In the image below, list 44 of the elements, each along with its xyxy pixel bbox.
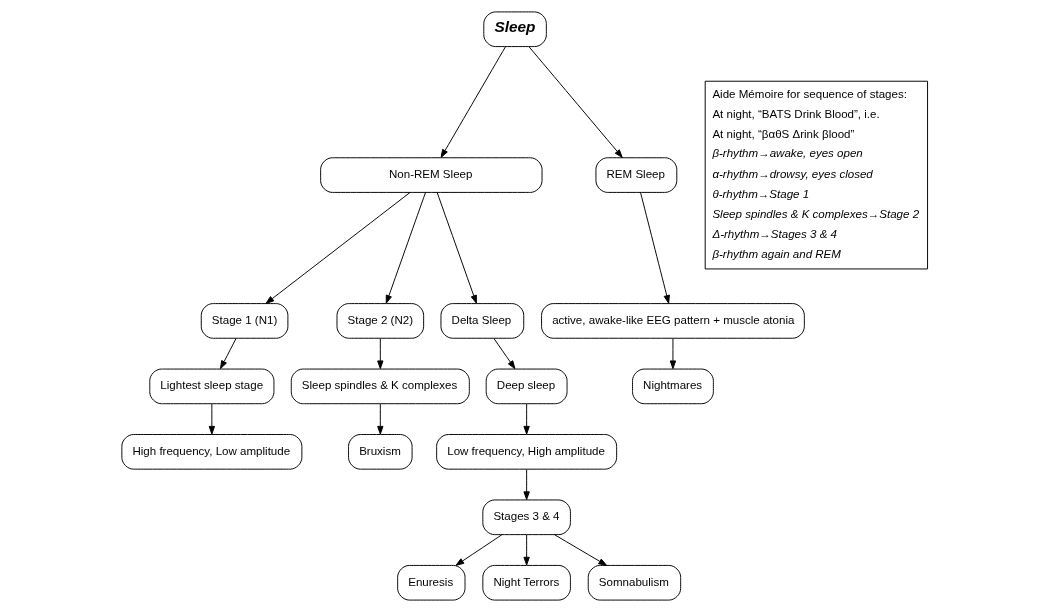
node-box: Somnabulism — [587, 564, 682, 601]
arrow — [523, 403, 530, 435]
label: θ-rhythm→Stage 1 — [712, 187, 810, 200]
arrow — [208, 403, 216, 435]
arrow — [436, 192, 477, 304]
label: At night, “BATS Drink Blood”, i.e. — [712, 107, 880, 120]
node-box: Stages 3 & 4 — [482, 499, 571, 536]
arrow — [493, 338, 516, 370]
node-box: REM Sleep — [595, 157, 678, 193]
arrow — [385, 192, 426, 304]
label: Δ-rhythm→Stages 3 & 4 — [712, 228, 837, 241]
label: β-rhythm→awake, eyes open — [712, 147, 863, 160]
arrow — [528, 46, 623, 158]
arrow — [640, 192, 670, 304]
arrow — [220, 338, 237, 370]
label: β-rhythm again and REM — [712, 248, 841, 261]
node-box: Night Terrors — [482, 564, 571, 601]
arrow — [265, 192, 411, 304]
node-box: Stage 1 (N1) — [200, 303, 289, 339]
arrow — [377, 338, 384, 370]
node-box: Low frequency, High amplitude — [436, 434, 618, 470]
arrow — [669, 338, 677, 370]
node-box: Sleep spindles & K complexes — [290, 368, 470, 405]
label: Aide Mémoire for sequence of stages: — [712, 87, 907, 100]
arrow — [440, 46, 506, 158]
arrow — [554, 534, 607, 566]
node-box: active, awake-like EEG pattern + muscle atonia — [541, 303, 805, 339]
node-box: Lightest sleep stage — [149, 368, 275, 405]
arrow — [523, 469, 530, 500]
arrow — [377, 403, 384, 435]
node-box: Delta Sleep — [440, 303, 525, 339]
node-box: Sleep — [483, 11, 547, 48]
label: Sleep spindles & K complexes→Stage 2 — [712, 208, 920, 221]
node-box: Enuresis — [397, 564, 466, 601]
label: At night, “βαθS Δrink βlood” — [712, 128, 855, 141]
node-box: Stage 2 (N2) — [336, 303, 425, 339]
label: α-rhythm→drowsy, eyes closed — [712, 167, 873, 180]
node-box: Non-REM Sleep — [320, 157, 543, 193]
node-box: Bruxism — [348, 434, 413, 470]
node-box: High frequency, Low amplitude — [121, 434, 303, 470]
arrow — [455, 534, 503, 566]
arrow — [523, 534, 530, 566]
node-box: Nightmares — [632, 368, 714, 405]
node-box: Deep sleep — [485, 368, 568, 405]
